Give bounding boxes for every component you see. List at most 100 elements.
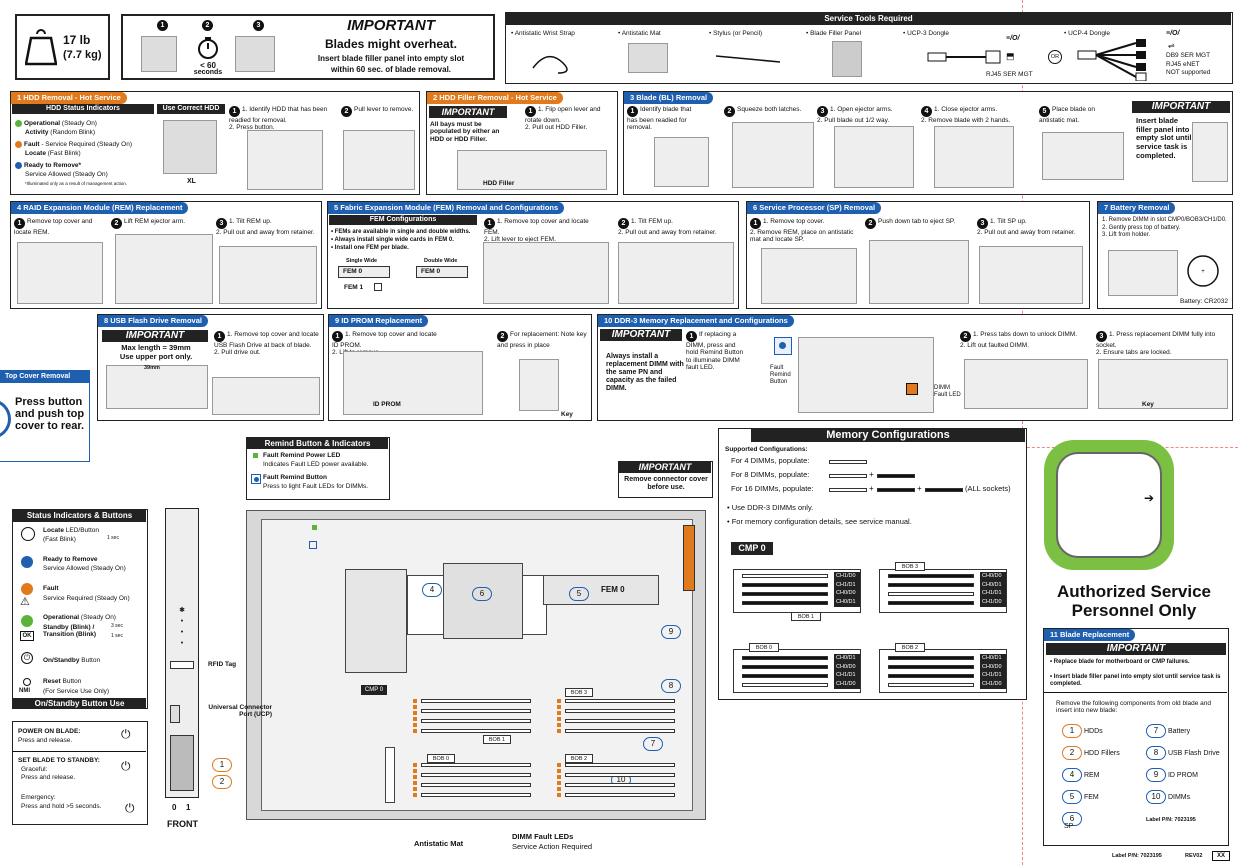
- section-title: 11 Blade Replacement: [1044, 629, 1136, 641]
- blade-locate-illustration: [654, 137, 709, 187]
- blink-sec: 3 sec: [111, 623, 123, 629]
- dimm-slot: [742, 674, 828, 678]
- section-fem: 5 Fabric Expansion Module (FEM) Removal …: [327, 201, 739, 309]
- usb-dim: 39mm: [144, 365, 160, 371]
- dimm-slot: [565, 793, 675, 797]
- tool-label: • Stylus (or Pencil): [709, 30, 763, 37]
- status-desc: Standby (Blink) / Transition (Blink): [43, 624, 97, 639]
- green-led-icon: [312, 525, 317, 530]
- usb-illustration: [106, 365, 208, 409]
- timer-unit: seconds: [193, 69, 223, 76]
- usb-port: Use upper port only.: [119, 352, 193, 361]
- component-name: DIMMs: [1167, 794, 1191, 801]
- rem-pull-illustration: [219, 246, 317, 304]
- rem-lift-illustration: [115, 234, 213, 304]
- filler-panel-icon: [832, 41, 862, 77]
- battery-steps: 1. Remove DIMM in slot CMP0/BOB3/CH1/D0.…: [1102, 217, 1227, 238]
- fem-bullets: • FEMs are available in single and doubl…: [331, 228, 479, 252]
- bob-label: BOB 0: [749, 643, 779, 652]
- channel-label: CH0/D0: [982, 663, 1002, 670]
- or-badge: OR: [1048, 50, 1062, 64]
- dimm-slot: [888, 683, 974, 687]
- dimm-led-column: [557, 763, 561, 799]
- dimm-slot: [565, 783, 675, 787]
- dimm-slot: [565, 719, 675, 723]
- callout-badge: 1: [1062, 724, 1082, 738]
- dimm-fault-leds-label: DIMM Fault LEDs: [512, 832, 574, 841]
- press-icon: ⏻: [125, 801, 135, 815]
- remind-btn-desc: Press to light Fault LEDs for DIMMs.: [263, 483, 369, 490]
- press-icon: [0, 399, 11, 439]
- step-num: 2: [724, 106, 735, 117]
- power-on-desc: Press and release.: [18, 737, 73, 744]
- arrow-icon: ➔: [1144, 491, 1155, 505]
- dimm-filled-icon: [877, 474, 915, 478]
- coin-cell-icon: +: [1187, 255, 1219, 287]
- channel-label: CH0/D0: [836, 590, 856, 597]
- mem-note: • For memory configuration details, see …: [727, 517, 912, 526]
- important-banner: IMPORTANT: [429, 106, 507, 118]
- divider: [13, 751, 146, 752]
- important-title: IMPORTANT: [347, 17, 435, 34]
- status-name: Fault: [43, 585, 59, 592]
- dimm-insert-illustration: [1098, 359, 1228, 409]
- step-text: 1. Remove top cover and locate USB Flash…: [214, 331, 319, 357]
- plus-sign: +: [869, 470, 874, 479]
- onstandby-title: On/Standby Button Use: [13, 698, 146, 709]
- cable-harness: [385, 747, 395, 803]
- section-title: 8 USB Flash Drive Removal: [98, 315, 208, 327]
- hdd-indicator-list: Operational (Steady On) Activity (Random…: [15, 119, 155, 188]
- channel-label: CH1/D0: [982, 599, 1002, 606]
- step-text: 1. Press tabs down to unlock DIMM. 2. Li…: [960, 331, 1078, 349]
- section-title: 1 HDD Removal - Hot Service: [11, 92, 127, 104]
- important-text: Insert blade filler panel into empty slo…: [317, 54, 465, 63]
- indicator-name: Activity: [25, 129, 49, 136]
- indicator-state: (Steady On): [60, 120, 97, 127]
- tool-label: • Antistatic Wrist Strap: [511, 30, 575, 37]
- graceful-label: Graceful:: [21, 766, 48, 773]
- callout-badge: 8: [1146, 746, 1166, 760]
- step-num: 2: [618, 218, 629, 229]
- replace-note: • Replace blade for motherboard or CMP f…: [1050, 659, 1190, 665]
- antistatic-mat-label: Antistatic Mat: [414, 839, 464, 848]
- ucp4-port-label: DB9 SER MGT: [1166, 52, 1211, 59]
- component-name: FEM: [1083, 794, 1099, 801]
- component-name: HDD Fillers: [1083, 750, 1120, 757]
- ucp4-port-label: NOT supported: [1166, 69, 1211, 76]
- idprom-key-illustration: [519, 359, 559, 411]
- step-text: 1. Flip open lever and rotate down. 2. P…: [525, 106, 601, 132]
- section-blade-replacement: 11 Blade Replacement IMPORTANT • Replace…: [1043, 628, 1229, 846]
- status-indicators: Status Indicators & Buttons Locate LED/B…: [12, 509, 148, 709]
- footer-label: Label P/N: 7023195: [1112, 853, 1162, 859]
- important-connector-box: IMPORTANT Remove connector cover before …: [618, 461, 713, 498]
- callout-2: 2: [212, 775, 232, 789]
- bezel-sticker: ➔: [1044, 440, 1174, 570]
- callout-8: 8: [661, 679, 681, 693]
- important-text: Remove connector cover before use.: [624, 476, 708, 492]
- remind-title: Remind Button & Indicators: [247, 438, 388, 449]
- status-title: Status Indicators & Buttons: [13, 510, 146, 522]
- callout-5: 5: [569, 587, 589, 601]
- dimm-slot: [421, 729, 531, 733]
- key-label: Key: [561, 411, 573, 418]
- weight-lb: 17 lb: [63, 33, 91, 47]
- filler-label: HDD Filler: [483, 180, 515, 187]
- board-illustration: [798, 337, 934, 413]
- step-text: 1. Press replacement DIMM fully into soc…: [1096, 331, 1216, 357]
- config-row: For 4 DIMMs, populate:: [731, 456, 810, 465]
- indicator-name: Locate: [25, 150, 46, 157]
- status-desc: LED/Button: [63, 527, 100, 534]
- step-num: 1: [686, 331, 697, 342]
- front-leds: ✱•••: [179, 607, 185, 647]
- important-text: Insert blade filler panel into empty slo…: [1136, 116, 1192, 160]
- rem-locate-illustration: [17, 242, 103, 304]
- antistatic-mat-icon: [628, 43, 668, 73]
- bullet: • FEMs are available in single and doubl…: [331, 229, 471, 235]
- important-text: All bays must be populated by either an …: [430, 121, 500, 143]
